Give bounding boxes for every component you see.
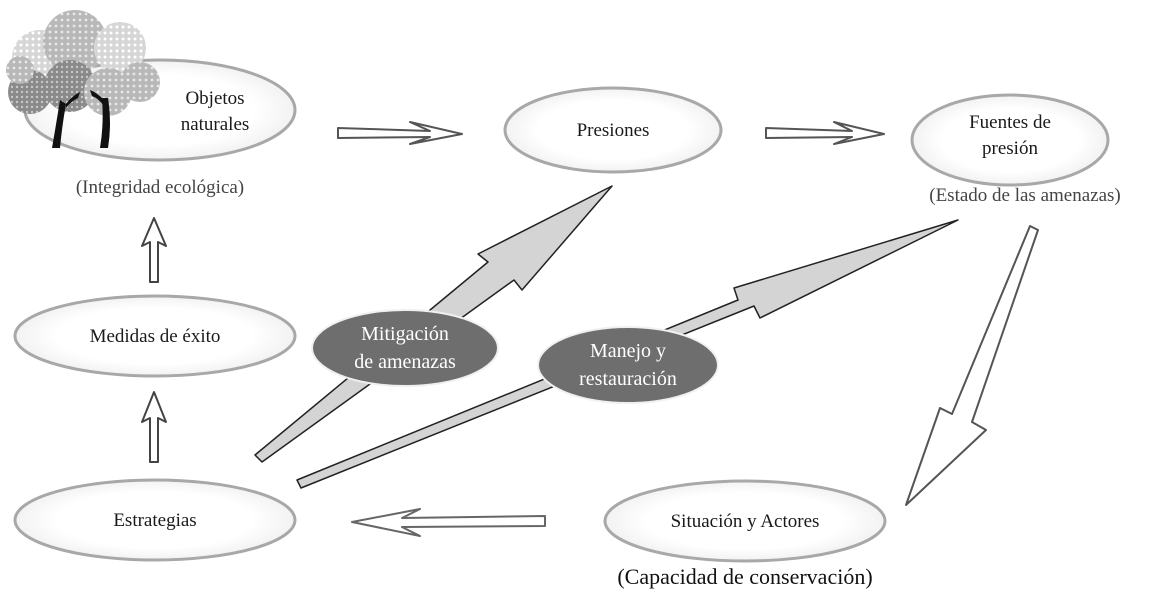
manejo-line1: Manejo y: [590, 340, 666, 362]
arrow-presiones-fuentes: [765, 121, 885, 145]
arrow-fuentes-situacion: [905, 225, 1039, 506]
presiones-label: Presiones: [577, 120, 650, 141]
node-fuentes: [910, 93, 1110, 187]
fuentes-line1: Fuentes de: [969, 112, 1051, 133]
estrategias-label: Estrategias: [113, 510, 196, 531]
node-estrategias: [13, 478, 297, 562]
mitigacion-line2: de amenazas: [354, 351, 456, 373]
mitigacion-line1: Mitigación: [361, 323, 449, 345]
action-manejo: Manejo y restauración: [537, 326, 719, 404]
tree-icon: [6, 10, 160, 148]
objetos-sublabel: (Integridad ecológica): [76, 177, 244, 198]
situacion-label: Situación y Actores: [671, 511, 820, 532]
medidas-label: Medidas de éxito: [90, 326, 221, 347]
objetos-line1: Objetos: [185, 88, 244, 109]
fuentes-line2: presión: [982, 138, 1038, 159]
node-situacion: [603, 479, 887, 563]
arrow-estrategias-medidas: [141, 391, 167, 463]
action-mitigacion: Mitigación de amenazas: [311, 309, 499, 387]
node-medidas: [13, 294, 297, 378]
arrow-medidas-objetos: [141, 217, 167, 283]
manejo-line2: restauración: [579, 368, 677, 390]
arrow-situacion-estrategias: [351, 508, 546, 537]
situacion-sublabel: (Capacidad de conservación): [617, 564, 872, 589]
arrow-objetos-presiones: [337, 121, 463, 145]
objetos-line2: naturales: [181, 114, 250, 135]
fuentes-sublabel: (Estado de las amenazas): [929, 185, 1121, 206]
node-presiones: [503, 86, 723, 174]
